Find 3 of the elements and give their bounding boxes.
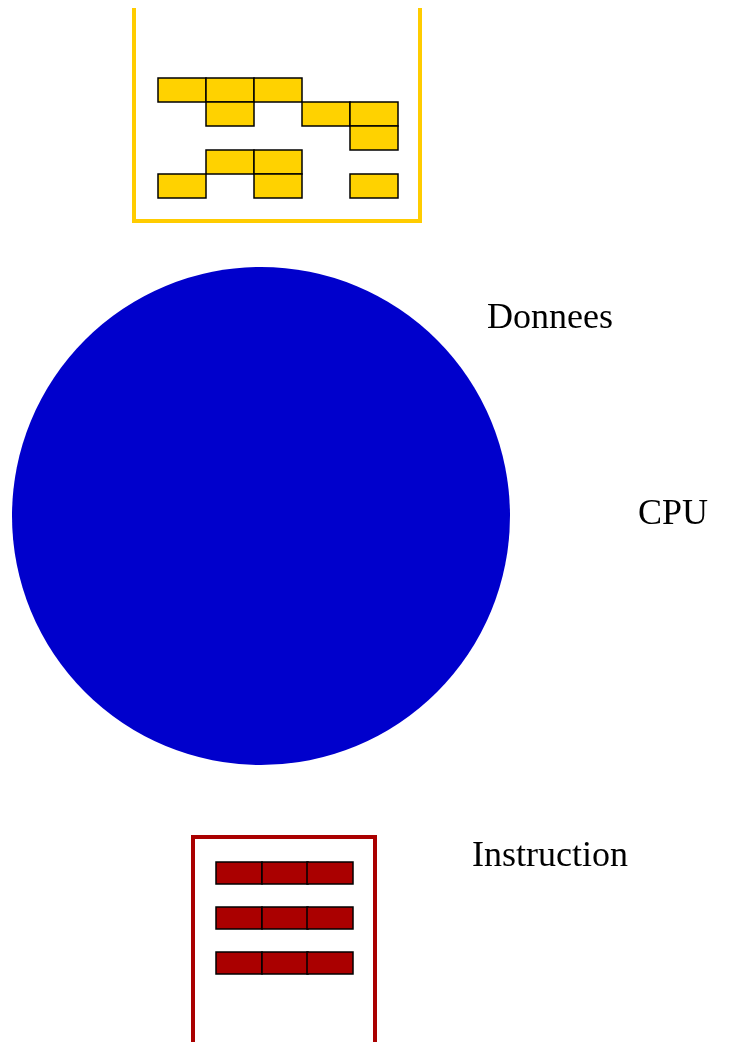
cpu-label: CPU	[638, 494, 709, 530]
data-label: Donnees	[487, 298, 613, 334]
instruction-label: Instruction	[472, 836, 628, 872]
